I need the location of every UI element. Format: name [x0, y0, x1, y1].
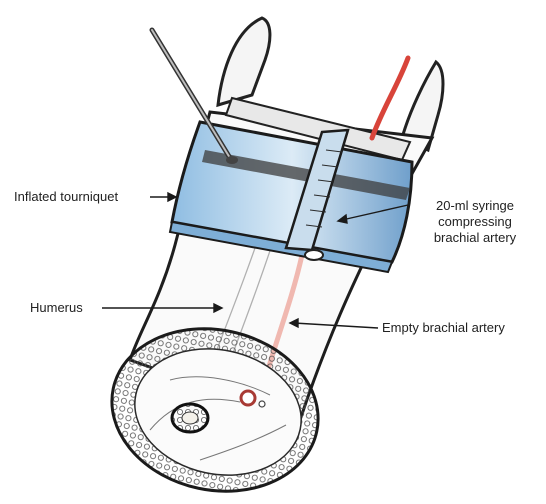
- artery-cross-section: [241, 391, 255, 405]
- label-syringe-line3: brachial artery: [410, 230, 540, 246]
- label-syringe-line1: 20-ml syringe: [410, 198, 540, 214]
- label-humerus: Humerus: [30, 300, 83, 316]
- brachial-artery-filled: [372, 58, 408, 138]
- cuff-flap-left: [218, 18, 270, 105]
- syringe-tip: [305, 250, 323, 260]
- tube-connector: [226, 156, 238, 164]
- label-inflated-tourniquet: Inflated tourniquet: [14, 189, 118, 205]
- label-syringe: 20-ml syringe compressing brachial arter…: [410, 198, 540, 246]
- label-empty-brachial-artery: Empty brachial artery: [382, 320, 505, 336]
- label-syringe-line2: compressing: [410, 214, 540, 230]
